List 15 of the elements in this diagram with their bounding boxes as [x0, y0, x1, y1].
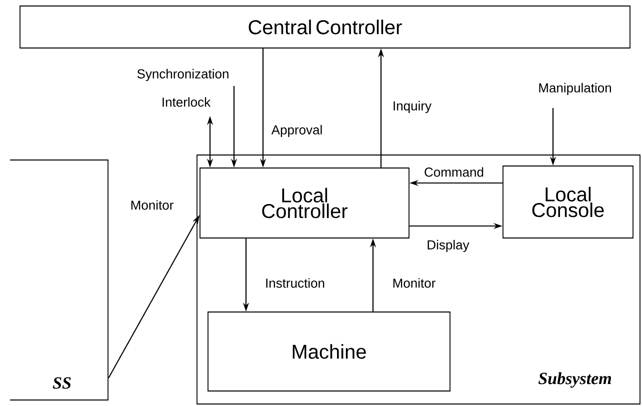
- process-box: Machine: [208, 312, 450, 392]
- process-box: Central Controller: [20, 6, 630, 48]
- edge-label: Approval: [270, 124, 324, 138]
- edge-label: Display: [426, 238, 470, 254]
- edge-label: Monitor: [129, 199, 175, 211]
- subsystem-box: SS: [10, 160, 108, 400]
- process-box: Local Controller: [200, 168, 410, 238]
- edge-label: Instruction: [264, 277, 326, 289]
- edge-label: Command: [423, 166, 485, 178]
- edge-label: Manipulation: [537, 82, 613, 96]
- edge-label: Inquiry: [392, 100, 432, 114]
- process-box: Local Console: [502, 166, 634, 238]
- edge-label: Monitor: [391, 277, 437, 289]
- edge-label: Synchronization: [136, 68, 230, 82]
- edge-label: Interlock: [160, 96, 212, 108]
